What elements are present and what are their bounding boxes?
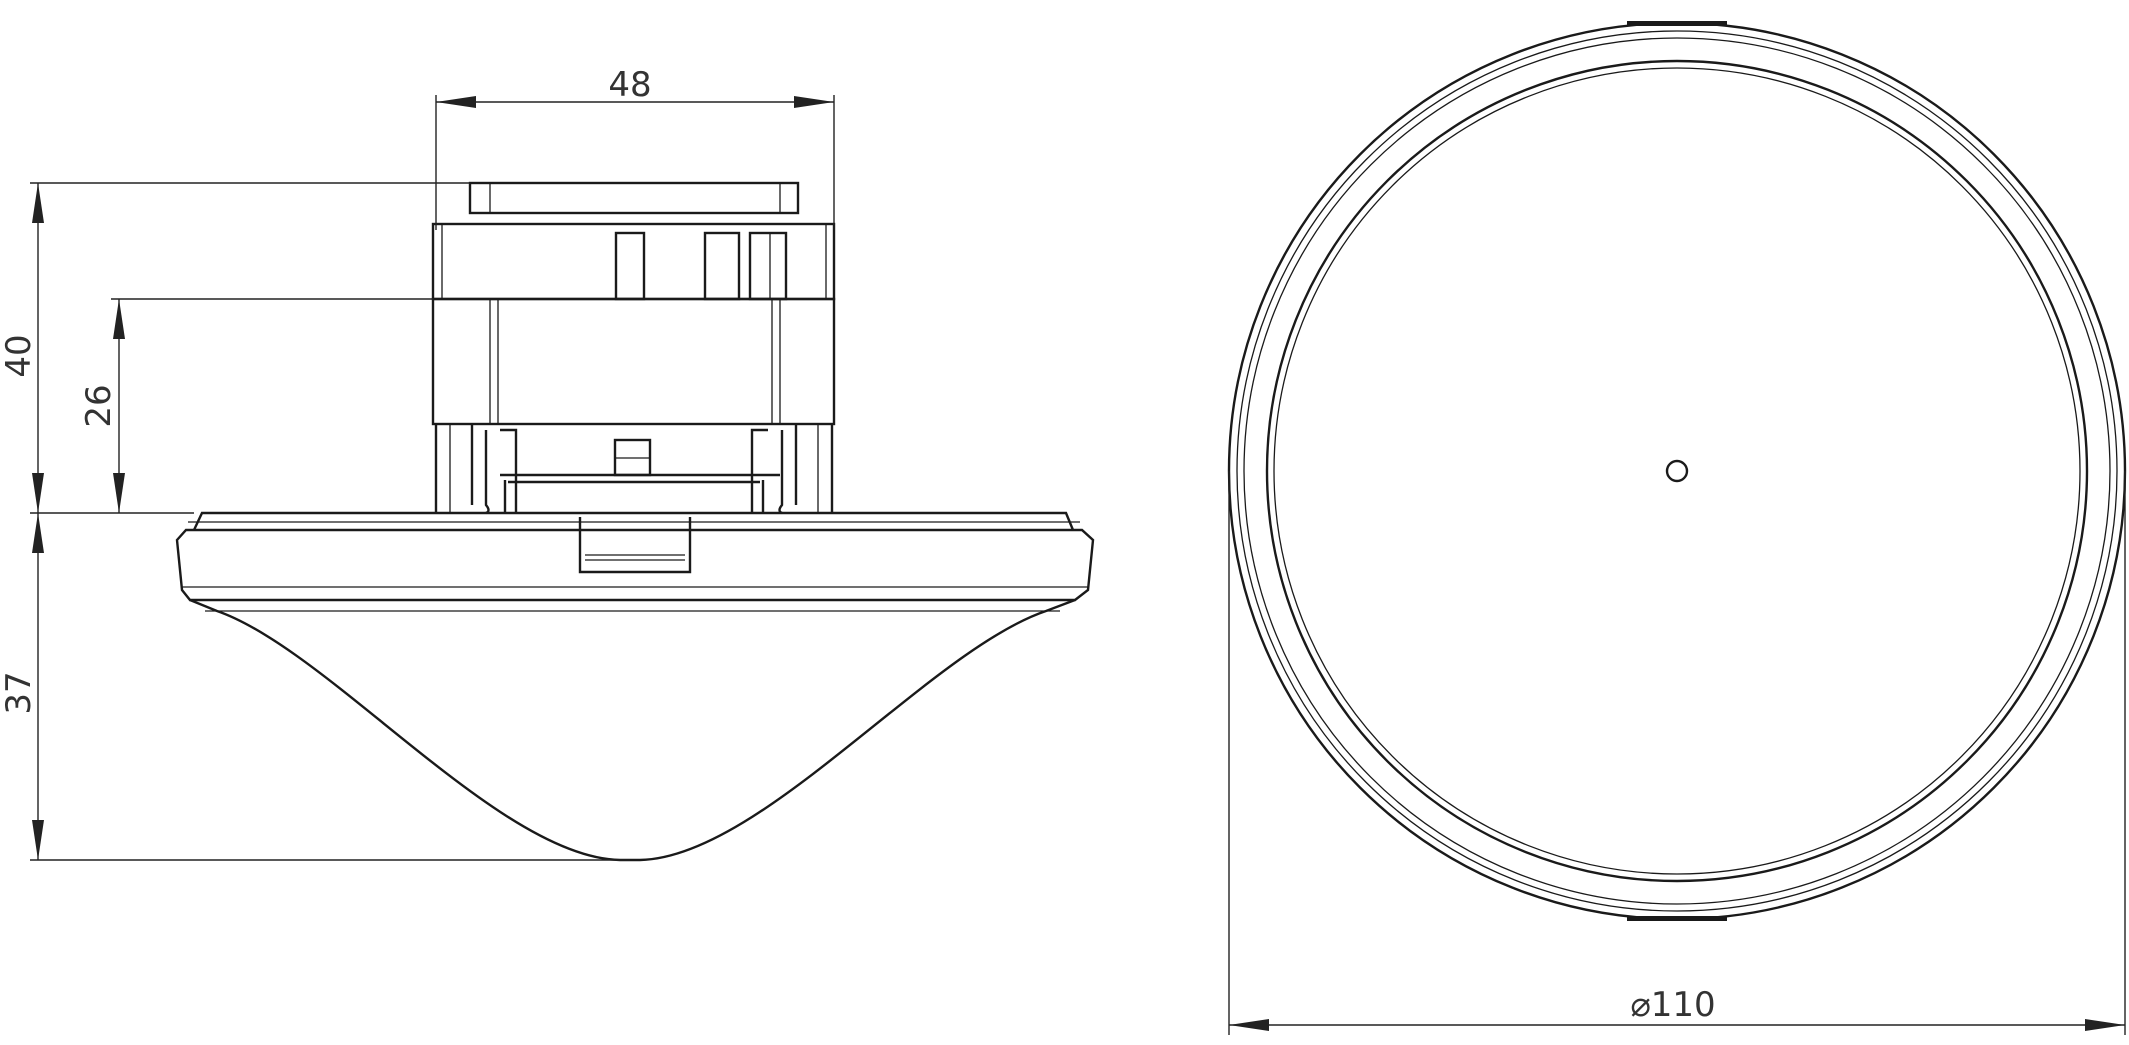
top-view bbox=[1227, 21, 2127, 921]
upper-body bbox=[431, 222, 836, 301]
dimension-110: ⌀110 bbox=[1228, 471, 2126, 1035]
lower-body bbox=[431, 297, 836, 426]
terminal-1 bbox=[614, 231, 646, 301]
sensor-dome bbox=[189, 598, 1076, 862]
dim-37-label: 37 bbox=[0, 671, 39, 714]
outer-rim bbox=[1227, 21, 2127, 921]
bottom-notch bbox=[1627, 916, 1727, 921]
base-ring bbox=[175, 528, 1095, 602]
dim-48-label: 48 bbox=[608, 65, 651, 105]
dim-110-label: ⌀110 bbox=[1630, 985, 1715, 1025]
dimension-37: 37 bbox=[0, 512, 630, 861]
release-clip bbox=[578, 517, 692, 574]
top-cap bbox=[468, 181, 800, 215]
dim-26-label: 26 bbox=[79, 384, 119, 427]
terminal-2 bbox=[703, 231, 741, 301]
side-view bbox=[175, 181, 1095, 862]
dimension-48: 48 bbox=[435, 65, 835, 230]
dim-40-label: 40 bbox=[0, 334, 39, 377]
terminal-3 bbox=[748, 231, 788, 301]
mounting-legs bbox=[434, 424, 834, 515]
inner-ring bbox=[1265, 59, 2089, 883]
center-hole bbox=[1665, 459, 1689, 483]
dimension-40: 40 bbox=[0, 182, 470, 513]
top-notch bbox=[1627, 21, 1727, 26]
dimension-26: 26 bbox=[79, 298, 433, 513]
